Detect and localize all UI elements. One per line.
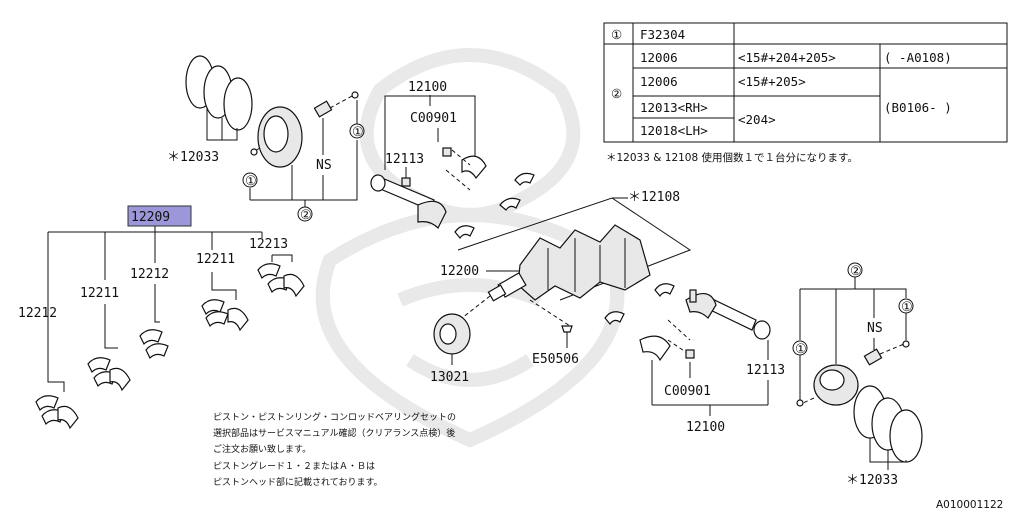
label-bolt-top: 12113 — [385, 152, 424, 167]
piston-pin-right — [863, 348, 883, 366]
selected-part-highlight[interactable] — [127, 205, 192, 227]
footer-code: A010001122 — [936, 499, 1003, 511]
label-tree-c: 12212 — [130, 267, 169, 282]
crankshaft — [487, 224, 651, 302]
bearing-shells-a — [35, 376, 79, 430]
table-r2a-part: 12006 — [640, 50, 678, 65]
piston-assembly-left: ＊12033 ① ① NS ② — [167, 55, 365, 223]
note-line-2: 選択部品はサービスマニュアル確認（クリアランス点検）後 — [213, 427, 455, 439]
table-r2cd-spec: <204> — [738, 112, 776, 127]
bearing-shells-e — [257, 254, 305, 298]
label-c1-left-b: ① — [352, 125, 364, 140]
label-ns-right: NS — [867, 321, 883, 336]
label-ns-left: NS — [316, 158, 332, 173]
table-r1-circle: ① — [611, 27, 622, 42]
piston-pin-left — [313, 100, 333, 118]
selection-notes: ピストン・ピストンリング・コンロッドベアリングセットの 選択部品はサービスマニュ… — [213, 411, 456, 488]
label-tree-b: 12211 — [80, 286, 119, 301]
note-line-3: ご注文お願い致します。 — [213, 443, 311, 455]
bearing-selection-tree: 12209 12213 12211 12212 12211 12212 — [18, 205, 305, 430]
label-nut-top: C00901 — [410, 111, 457, 126]
label-tree-d: 12211 — [196, 252, 235, 267]
bearing-shells-b — [87, 304, 131, 392]
label-crank: 12200 — [440, 264, 479, 279]
piston-assembly-right: ② NS ① ① ＊12033 — [792, 262, 923, 488]
part-spec-table: ① F32304 ② 12006 <15#+204+205> ( -A0108)… — [603, 22, 1008, 164]
table-r2-circle: ② — [611, 86, 622, 101]
main-bearings-top — [454, 172, 675, 326]
label-tree-e: 12213 — [249, 237, 288, 252]
label-ring-left: ＊12033 — [167, 150, 219, 165]
crank-pulley: 13021 — [430, 313, 471, 385]
table-r1-part: F32304 — [640, 27, 685, 42]
label-bolt-bottom: 12113 — [746, 363, 785, 378]
piston-right — [813, 364, 859, 406]
piston-rings-right — [853, 385, 923, 463]
label-rod-bottom: 12100 — [686, 420, 725, 435]
label-c1-right-b: ① — [901, 300, 913, 315]
table-r2a-spec: <15#+204+205> — [738, 50, 836, 65]
label-c1-left-a: ① — [245, 174, 257, 189]
table-r2c-part: 12013<RH> — [640, 100, 708, 115]
connecting-rod-top: 12100 C00901 12113 — [370, 80, 487, 230]
bearing-shells-c — [139, 284, 169, 360]
table-r2bcd-range: (B0106- ) — [884, 100, 952, 115]
watermark-emblem — [315, 48, 625, 448]
note-line-5: ピストンヘッド部に記載されております。 — [213, 476, 383, 488]
label-rod-top: 12100 — [408, 80, 447, 95]
woodruff-key: E50506 — [532, 325, 579, 367]
table-r2b-spec: <15#+205> — [738, 74, 806, 89]
note-line-4: ピストングレード１・２またはＡ・Ｂは — [213, 460, 375, 472]
label-tree-a: 12212 — [18, 306, 57, 321]
label-pulley: 13021 — [430, 370, 469, 385]
table-r2b-part: 12006 — [640, 74, 678, 89]
label-bearing-set: ＊12108 — [628, 190, 680, 205]
bearing-shells-d — [201, 272, 249, 332]
label-c2-right: ② — [850, 264, 862, 279]
piston-left — [257, 106, 303, 168]
table-r2a-range: ( -A0108) — [884, 50, 952, 65]
piston-rings-left — [185, 55, 253, 131]
label-nut-bottom: C00901 — [664, 384, 711, 399]
label-c2-left: ② — [300, 208, 312, 223]
note-line-1: ピストン・ピストンリング・コンロッドベアリングセットの — [213, 411, 456, 423]
table-note: ＊12033 & 12108 使用個数１で１台分になります。 — [606, 151, 858, 164]
label-selected[interactable]: 12209 — [131, 210, 170, 225]
crankshaft-group: ＊12108 12200 — [440, 172, 692, 327]
label-c1-right-a: ① — [795, 342, 807, 357]
label-ring-right: ＊12033 — [846, 473, 898, 488]
label-key: E50506 — [532, 352, 579, 367]
connecting-rod-bottom: C00901 12113 12100 — [639, 289, 785, 435]
table-r2d-part: 12018<LH> — [640, 123, 708, 138]
